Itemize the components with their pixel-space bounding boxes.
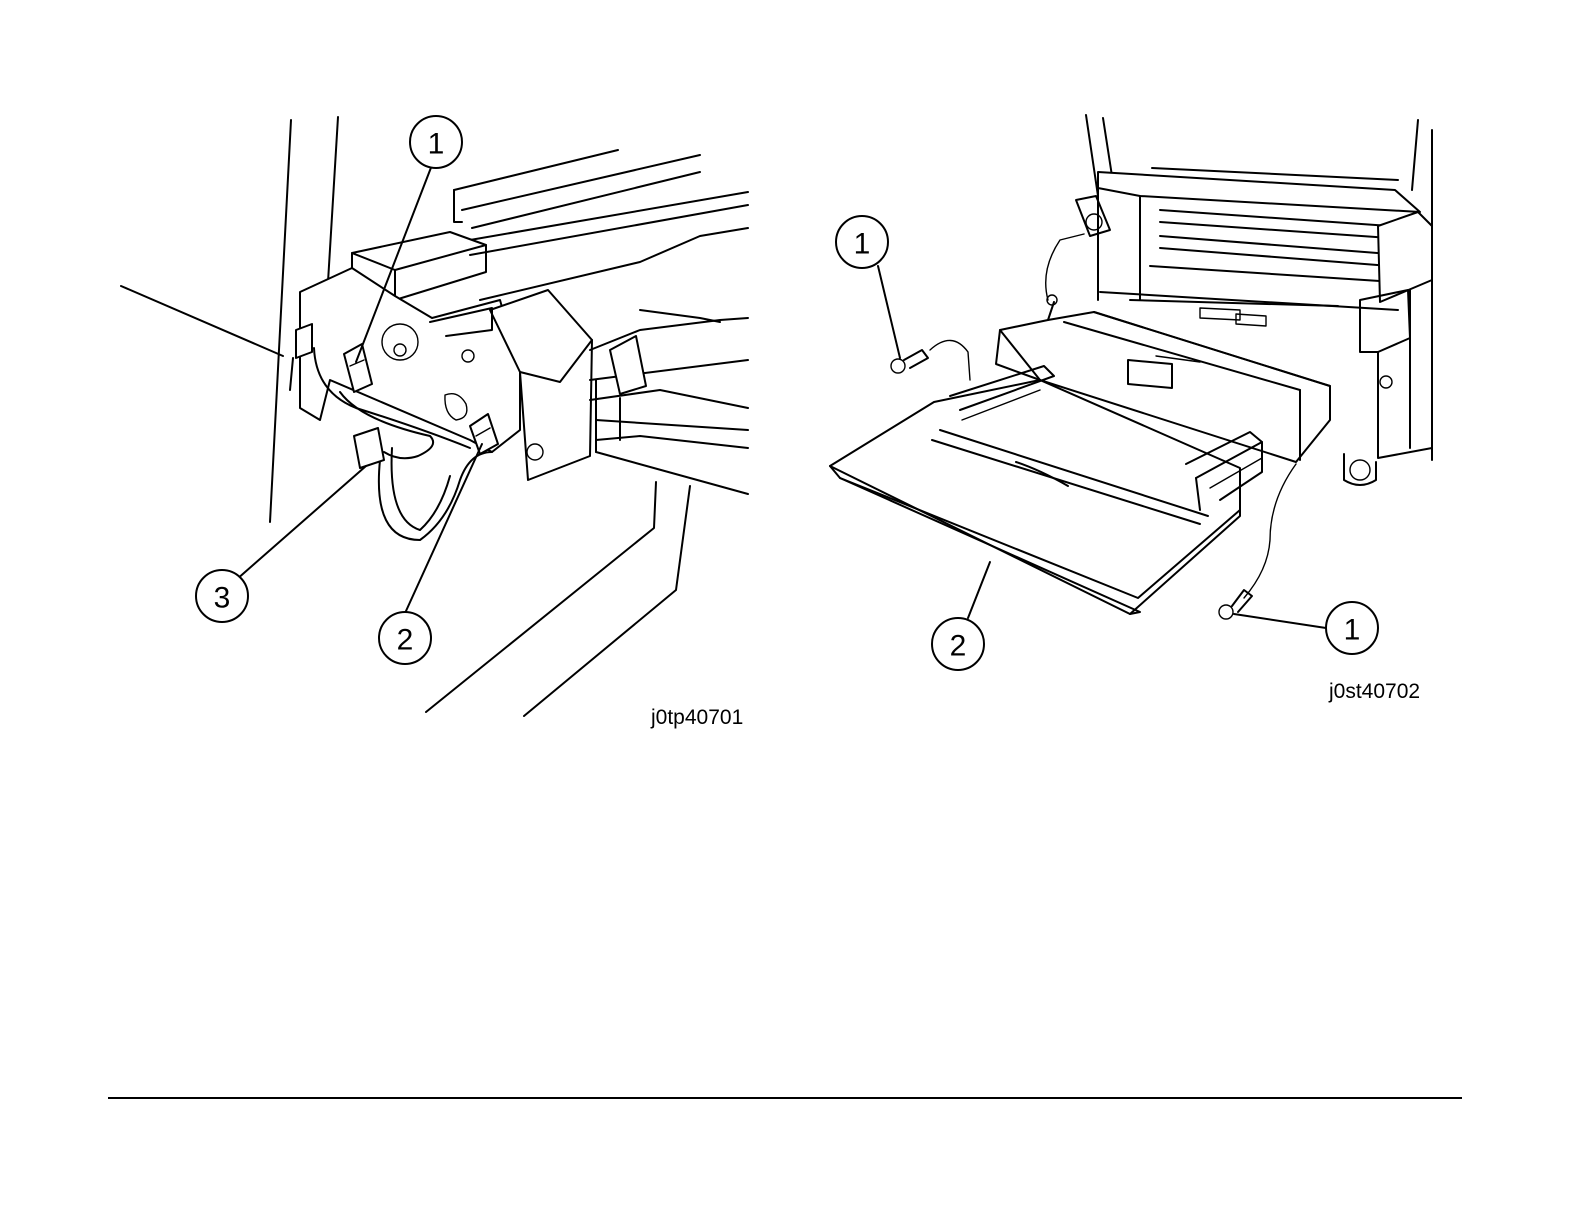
left-figure-drawing (121, 117, 748, 716)
left-callout-1-label: 1 (428, 128, 445, 161)
right-figure-id: j0st40702 (1329, 680, 1420, 704)
right-figure-drawing (830, 115, 1432, 628)
left-figure-id: j0tp40701 (651, 706, 743, 730)
left-callout-2-label: 2 (397, 624, 414, 657)
right-callout-1-bottom: 1 (1326, 602, 1378, 654)
left-callout-3-label: 3 (214, 582, 231, 615)
left-callout-1: 1 (410, 116, 462, 168)
right-callout-1-top-label: 1 (854, 228, 871, 261)
left-callout-2: 2 (379, 612, 431, 664)
right-callout-2: 2 (932, 618, 984, 670)
right-callout-2-label: 2 (950, 630, 967, 663)
right-callout-1-bottom-label: 1 (1344, 614, 1361, 647)
right-callout-1-top: 1 (836, 216, 888, 268)
left-callout-3: 3 (196, 570, 248, 622)
